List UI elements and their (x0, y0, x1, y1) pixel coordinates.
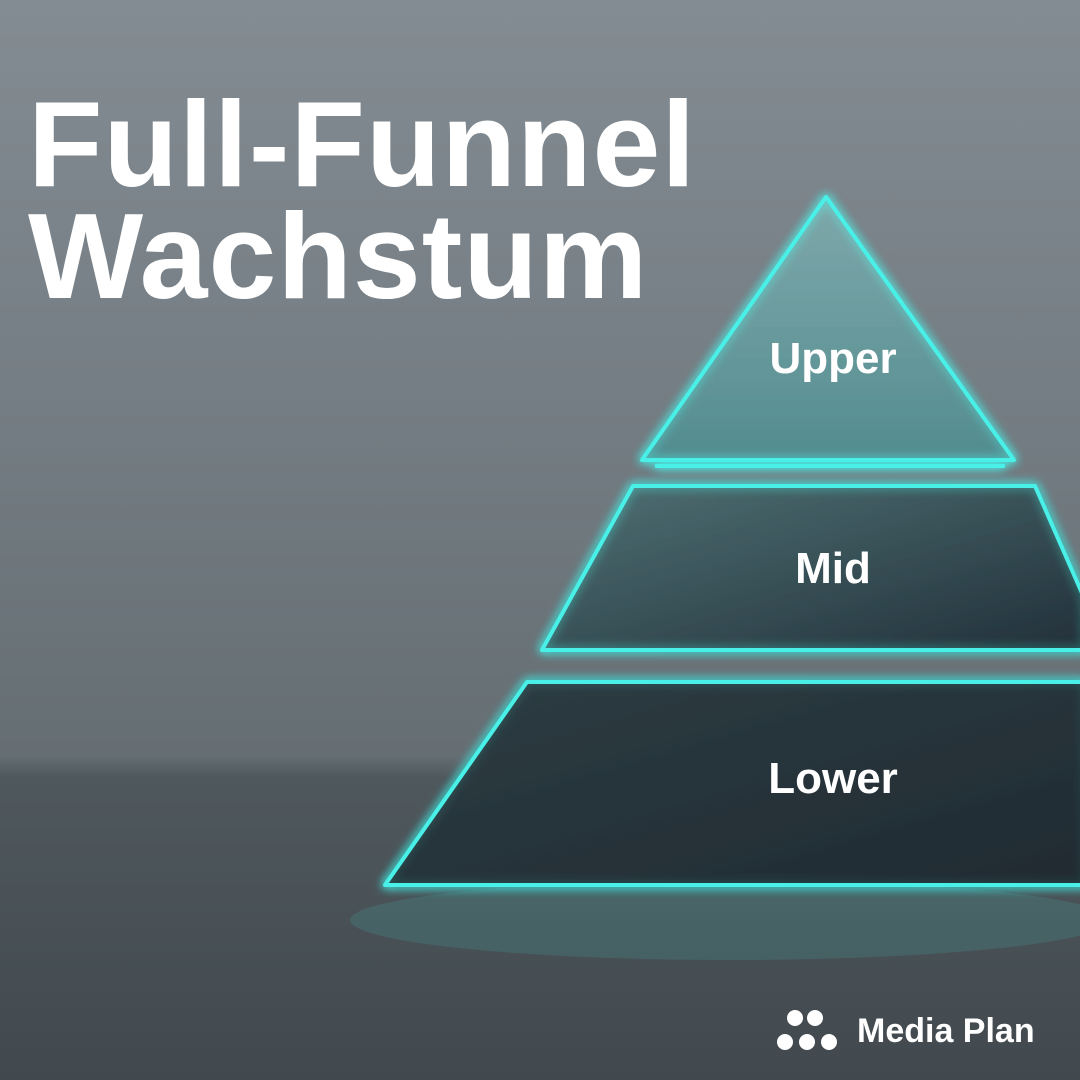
headline-line-2: Wachstum (28, 188, 649, 324)
five-dots-logo-icon (777, 1010, 841, 1052)
brand-name: Media Plan (857, 1011, 1035, 1050)
level-label-mid: Mid (795, 544, 871, 593)
level-label-lower: Lower (768, 754, 898, 803)
floor-reflection (350, 880, 1080, 960)
headline: Full-Funnel Wachstum (28, 76, 697, 324)
pyramid-level-upper (640, 195, 1016, 462)
pyramid-level-mid (540, 484, 1080, 652)
pyramid-level-lower (383, 680, 1080, 887)
brand-logo: Media Plan (777, 1010, 1035, 1052)
level-label-upper: Upper (769, 334, 897, 383)
headline-line-1: Full-Funnel (28, 76, 697, 212)
